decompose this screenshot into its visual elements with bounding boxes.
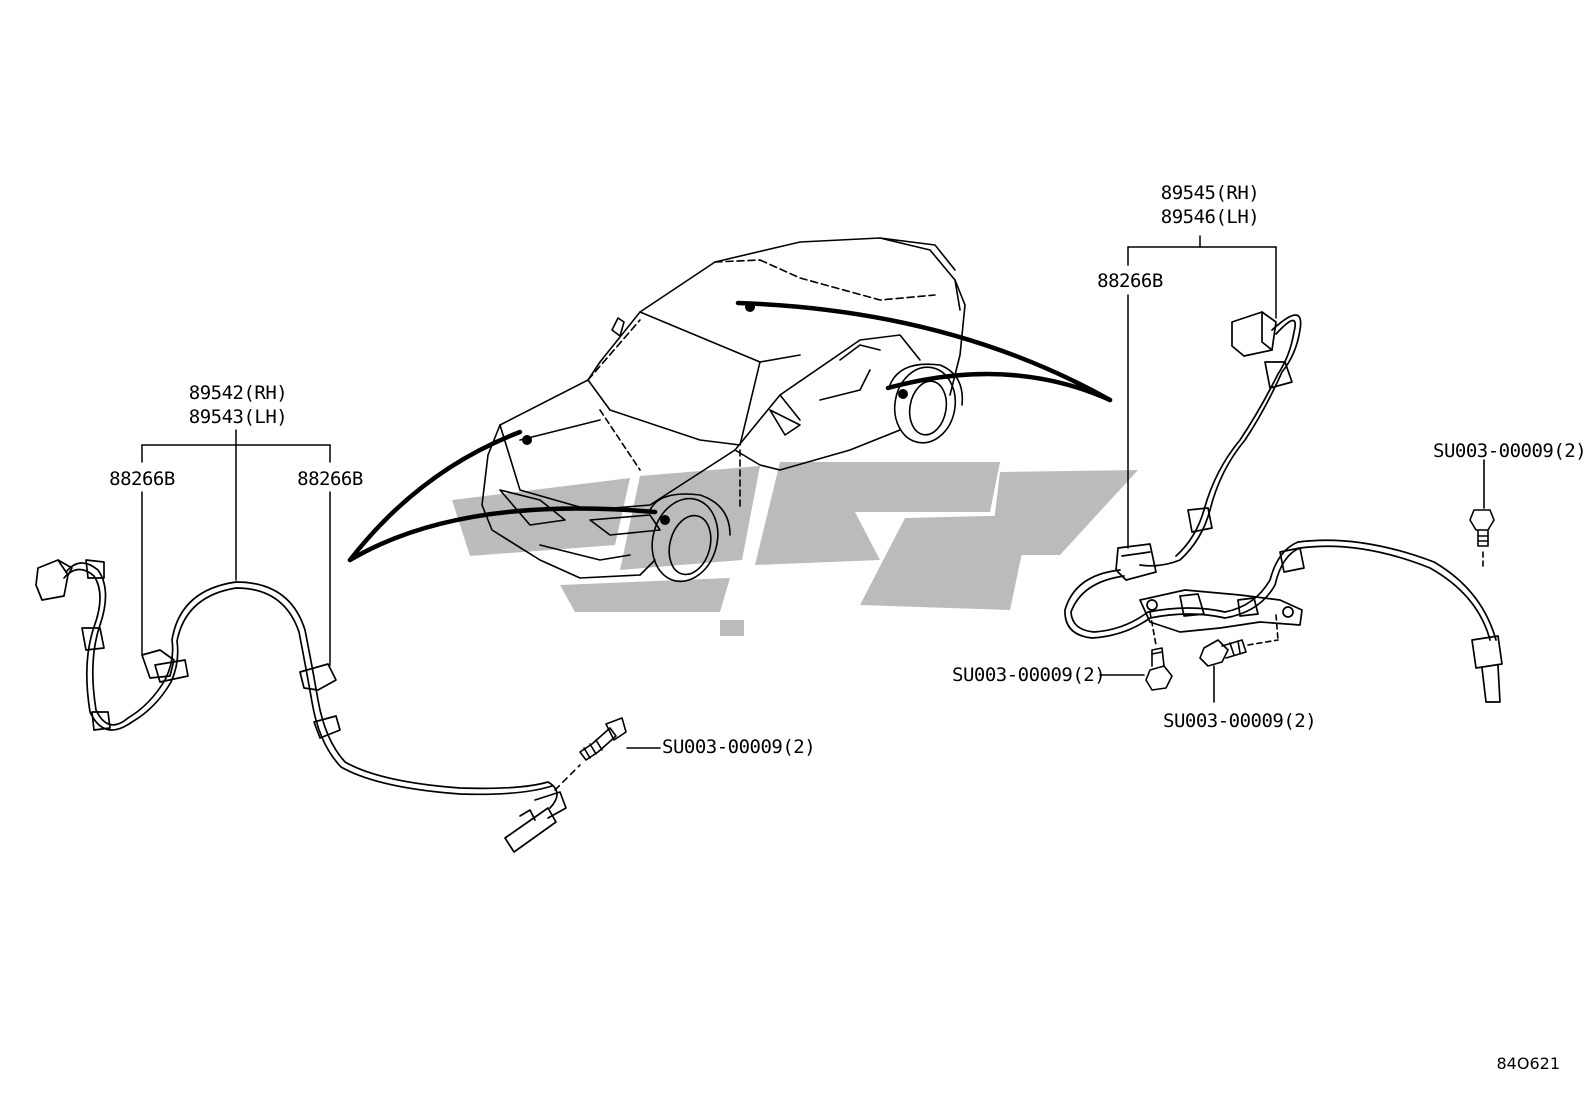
front-clip-6-icon <box>299 663 337 691</box>
label-front-rh: 89542(RH) <box>188 382 288 404</box>
front-clip-2-icon <box>81 627 105 651</box>
rear-connector-icon <box>1231 311 1277 357</box>
label-bolt-front: SU003-00009(2) <box>662 736 816 758</box>
rear-sensor-leader-lines <box>1127 235 1277 549</box>
label-bolt-rear-top: SU003-00009(2) <box>1433 440 1587 462</box>
rear-bolt-top-icon <box>1469 459 1495 567</box>
rear-bracket-icon <box>1139 589 1303 633</box>
front-clip-1-icon <box>85 559 105 579</box>
rear-sensor-harness <box>1064 311 1503 703</box>
vehicle-outline <box>481 237 966 583</box>
watermark-logo <box>452 462 1138 636</box>
rear-clip-4-icon <box>1237 597 1259 617</box>
front-clip-7-icon <box>313 715 341 739</box>
label-rear-rh: 89545(RH) <box>1160 182 1260 204</box>
label-rear-lh: 89546(LH) <box>1160 206 1260 228</box>
rear-bolt-bottom-icon <box>1199 614 1279 703</box>
rear-clip-5-icon <box>1279 547 1305 573</box>
front-clip-3-icon <box>91 711 111 731</box>
rear-bolt-mid-icon <box>1099 611 1173 691</box>
rear-clip-2-icon <box>1187 507 1213 533</box>
location-dots <box>522 302 908 525</box>
rear-grommet-icon <box>1115 543 1157 581</box>
label-clip-front-left: 88266B <box>109 468 175 490</box>
location-callout-curves <box>347 300 1113 563</box>
rear-speed-sensor-icon <box>1471 635 1503 669</box>
label-clip-front-right: 88266B <box>297 468 363 490</box>
front-speed-sensor-icon <box>504 807 557 853</box>
label-bolt-rear-mid: SU003-00009(2) <box>952 664 1106 686</box>
front-sensor-harness <box>35 559 567 853</box>
label-front-lh: 89543(LH) <box>188 406 288 428</box>
rear-clip-3-icon <box>1179 593 1205 617</box>
rear-clip-1-icon <box>1264 361 1293 389</box>
front-bolt-icon <box>554 717 661 791</box>
front-clip-5-icon <box>154 659 189 683</box>
label-clip-rear: 88266B <box>1097 270 1163 292</box>
front-sensor-leader-lines <box>141 429 331 666</box>
label-bolt-rear-bottom: SU003-00009(2) <box>1163 710 1317 732</box>
front-clip-4-icon <box>141 649 175 679</box>
front-connector-icon <box>35 559 69 601</box>
figure-code: 84O621 <box>1496 1054 1561 1073</box>
